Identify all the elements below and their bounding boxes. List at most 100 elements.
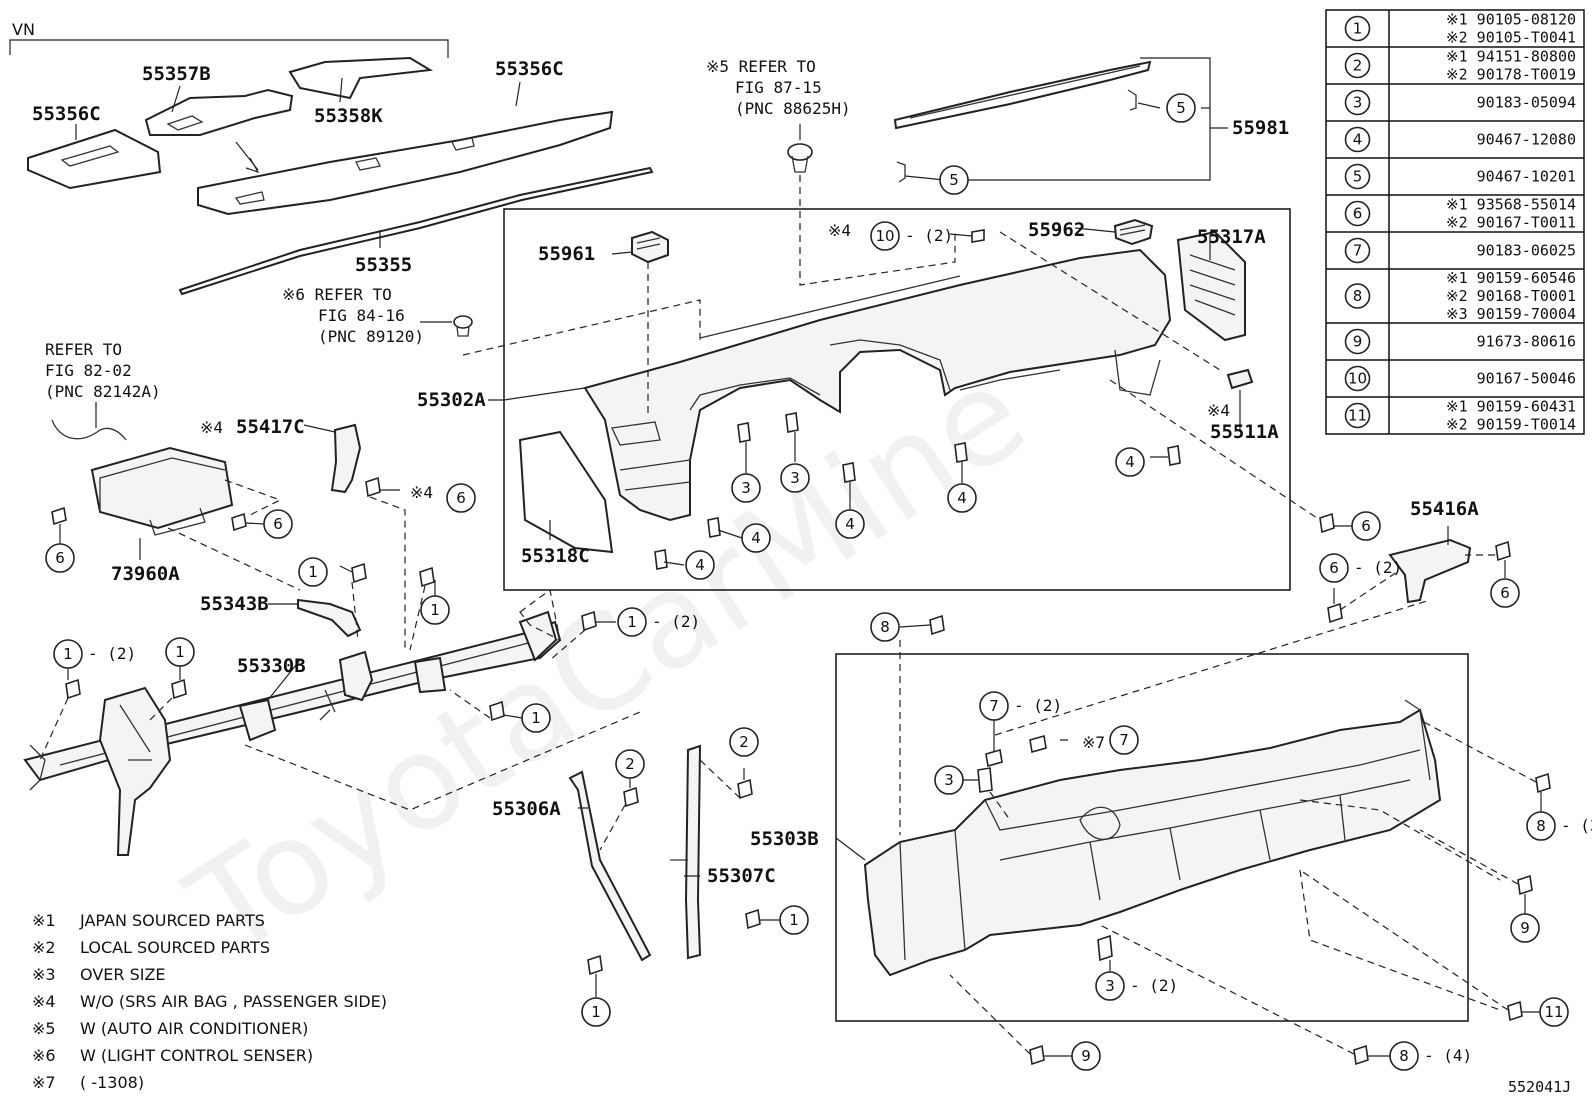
reference-note: (PNC 88625H) [735,99,851,118]
callout-number: 9 [1081,1047,1091,1065]
part-label-55356C: 55356C [495,58,564,80]
callout-10: 10- (2) [870,221,953,251]
legend-text: W (AUTO AIR CONDITIONER) [80,1019,308,1038]
callout-4: 4 [1115,447,1145,477]
callout-1: 1 [420,595,450,625]
leader [1044,792,1542,1057]
bolt-8 [1535,772,1551,794]
callout-quantity: - (2) [88,644,136,663]
part-label-55303B: 55303B [750,828,819,850]
note-mark: ※4 [410,483,433,502]
callout-number: 3 [741,479,751,497]
sensor-clip [787,143,813,173]
callout-3: 3 [780,463,810,493]
callout-9: 9 [1071,1041,1101,1071]
note-mark: ※4 [200,418,223,437]
silencer-pad-55358K [288,56,434,100]
legend-text: ( -1308) [80,1073,144,1092]
table-part-number: ※1 90105-08120 [1446,11,1576,29]
bolt-9 [1029,1044,1045,1066]
callout-3: 3- (2) [1095,971,1178,1001]
table-item-number: 9 [1353,333,1363,351]
callout-6: 6 [263,509,293,539]
dashed-leader [799,175,956,286]
callout-6: 6 [1351,511,1381,541]
callout-number: 10 [875,227,894,245]
table-item-number: 6 [1353,205,1363,223]
table-item-circle [1344,365,1371,392]
part-label-55343B: 55343B [200,593,269,615]
table-item-circle [1344,126,1371,153]
table-item-number: 4 [1353,131,1363,149]
dashed-leader [989,599,1431,821]
legend-mark: ※6 [32,1046,56,1065]
table-item-number: 3 [1353,94,1363,112]
callout-4: 4 [685,550,715,580]
leader [963,720,1111,972]
part-label-55358K: 55358K [314,105,383,127]
table-item-number: 5 [1353,168,1363,186]
table-part-number: 90183-06025 [1477,242,1576,260]
legend-mark: ※2 [32,938,56,957]
callout-number: 4 [957,489,967,507]
callout-1: 1 [165,637,195,667]
table-item-number: 7 [1353,242,1363,260]
reference-note: REFER TO [45,340,122,359]
callout-number: 11 [1544,1003,1563,1021]
table-item-circle [1344,200,1371,227]
bolt-11 [1507,1000,1523,1022]
part-label-55330B: 55330B [237,655,306,677]
leader [663,432,1168,566]
brace-55306A [568,770,652,962]
callout-8: 8 - (3) [1526,811,1592,841]
part-label-55511A: 55511A [1210,421,1279,443]
table-part-number: 90467-12080 [1477,131,1576,149]
callout-number: 6 [273,515,283,533]
table-part-number: ※1 93568-55014 [1446,196,1576,214]
callout-number: 8 [880,618,890,636]
callout-1: 1 [779,905,809,935]
callout-1: 1- (2) [617,607,700,637]
callout-4: 4 [835,509,865,539]
part-label-55302A: 55302A [417,389,486,411]
callout-number: 2 [739,733,749,751]
bracket-55511A [1226,368,1254,390]
callout-quantity: - (3) [1561,816,1592,835]
callout-6: 6 [45,543,75,573]
callout-3: 3 [731,473,761,503]
table-part-number: ※1 90159-60546 [1446,269,1576,287]
bolt-1 [489,700,505,722]
leader [835,837,866,861]
reference-note: FIG 87-15 [735,78,822,97]
part-label-55307C: 55307C [707,865,776,887]
register-55962 [1113,218,1154,246]
table-part-number: ※2 90159-T0014 [1446,416,1576,434]
silencer-pad-55356C-small [27,128,162,190]
clip-4 [1167,445,1181,466]
leader [171,85,181,113]
callout-number: 8 [1536,817,1546,835]
part-label-55962: 55962 [1028,219,1085,241]
callout-number: 4 [751,529,761,547]
callout-number: 3 [1105,977,1115,995]
dashed-leader [1109,379,1321,521]
table-item-circle [1344,52,1371,79]
callout-1: 1 - (2) [53,639,136,669]
reference-note: (PNC 82142A) [45,382,161,401]
callout-5: 5 [1166,93,1196,123]
table-item-circle [1344,237,1371,264]
reference-note: FIG 82-02 [45,361,132,380]
bolt-1 [351,562,367,584]
reference-note: (PNC 89120) [318,327,424,346]
clip-3 [1097,934,1113,962]
part-label-55306A: 55306A [492,798,561,820]
callout-number: 1 [63,645,73,663]
leader [1333,525,1506,604]
callout-5: 5 [939,165,969,195]
callout-number: 4 [1125,453,1135,471]
clip-4 [654,549,668,570]
table-item-circle [1344,89,1371,116]
